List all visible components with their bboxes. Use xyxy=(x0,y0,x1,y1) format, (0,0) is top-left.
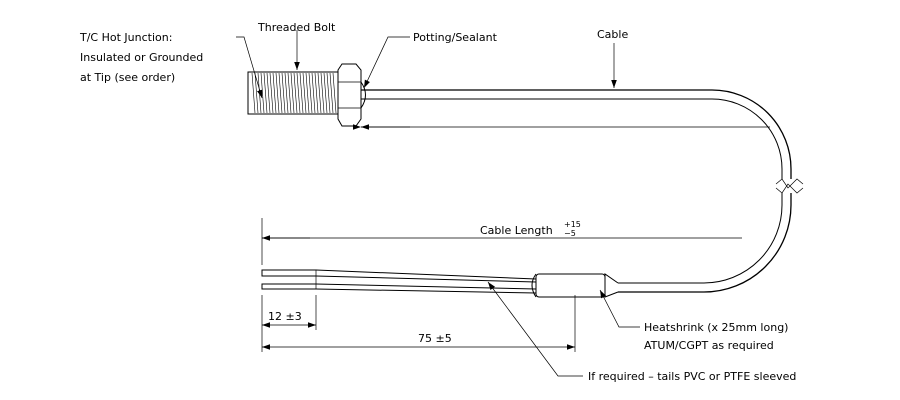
heatshrink-label-1: Heatshrink (x 25mm long) xyxy=(644,321,788,334)
cable-length-tol-plus: +15 xyxy=(564,220,581,229)
threaded-bolt-label: Threaded Bolt xyxy=(257,21,336,34)
hot-junction-label-3: at Tip (see order) xyxy=(80,71,175,84)
hex-nut xyxy=(337,63,362,127)
cable-label: Cable xyxy=(597,28,628,41)
heatshrink xyxy=(531,273,619,298)
tails-note: If required – tails PVC or PTFE sleeved xyxy=(588,370,796,383)
potting-sealant xyxy=(360,81,366,109)
cable-length-tol-plus-value: 15 xyxy=(571,220,581,229)
dimension-tails xyxy=(261,295,576,352)
dimension-cable-length xyxy=(261,124,770,265)
potting-label: Potting/Sealant xyxy=(413,31,498,44)
bolt-threads xyxy=(251,72,337,114)
hot-junction-label-2: Insulated or Grounded xyxy=(80,51,203,64)
tail-short-dimension: 12 ±3 xyxy=(268,310,302,323)
tails xyxy=(261,269,537,294)
hot-junction-label-1: T/C Hot Junction: xyxy=(79,31,172,44)
tail-long-dimension: 75 ±5 xyxy=(418,332,452,345)
leader-lines xyxy=(236,30,640,377)
threaded-bolt xyxy=(247,71,339,115)
cable xyxy=(361,89,804,293)
cable-length-label: Cable Length xyxy=(480,224,553,237)
cable-length-tol-minus-value: 5 xyxy=(571,229,576,238)
heatshrink-label-2: ATUM/CGPT as required xyxy=(644,339,774,352)
cable-length-tol-minus: −5 xyxy=(564,229,576,238)
cable-break-icon xyxy=(775,178,804,189)
